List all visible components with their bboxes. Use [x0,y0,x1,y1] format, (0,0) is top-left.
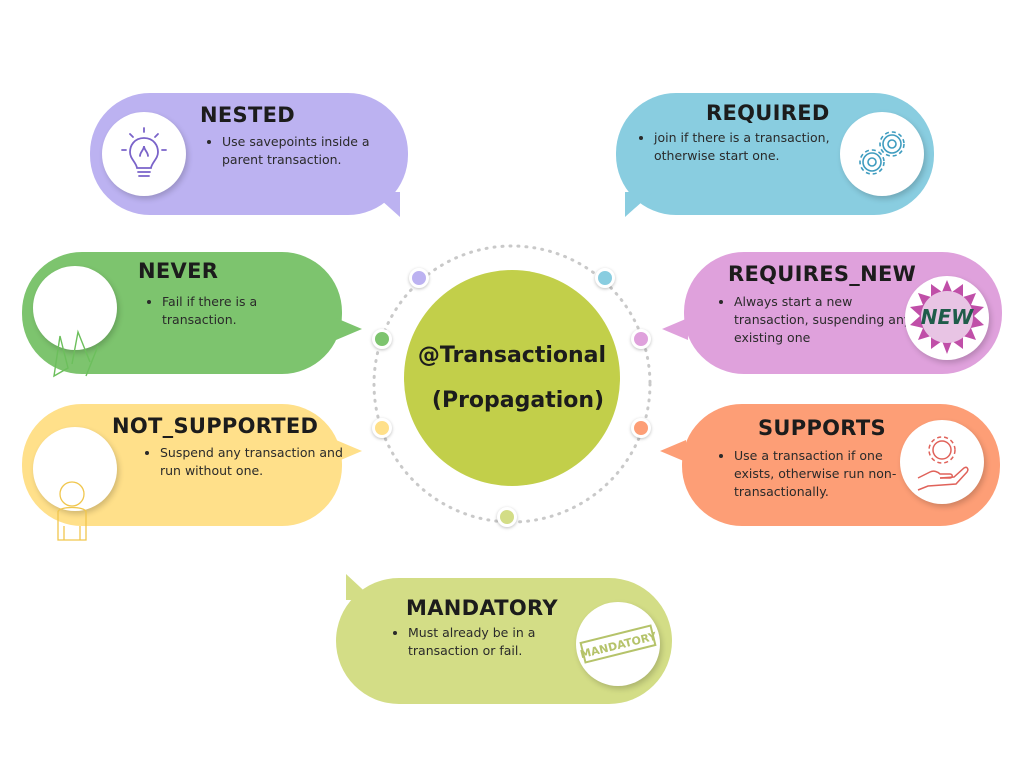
connector-dot-supports [631,418,651,438]
center-circle [404,270,620,486]
supports-bubble-tail [660,440,686,462]
not-supported-bubble-tail [336,440,362,462]
not-supported-description: Suspend any transaction and run without … [142,444,345,480]
connector-dot-required [595,268,615,288]
never-bubble-tail [336,318,362,340]
required-description: join if there is a transaction, otherwis… [636,129,859,165]
required-bubble-tail [625,192,653,217]
requires-new-bubble-tail [662,318,688,340]
center-title: @Transactional [417,343,607,368]
connector-dot-mandatory [497,507,517,527]
hand-gear-icon [917,436,969,491]
requires-new-description: Always start a new transaction, suspendi… [716,293,912,347]
connector-dot-not-supported [372,418,392,438]
mandatory-stamp-icon: MANDATORY [579,624,659,664]
center-label: @Transactional (Propagation) [404,270,620,486]
not-supported-title: NOT_SUPPORTED [112,414,319,438]
leaf-sketch-icon [53,329,99,378]
figure-sketch-icon [57,481,87,541]
connector-dot-never [372,329,392,349]
supports-description: Use a transaction if one exists, otherwi… [716,447,912,501]
requires-new-title: REQUIRES_NEW [728,262,917,286]
lightbulb-icon [121,127,167,177]
connector-dot-nested [409,268,429,288]
connector-dot-requires-new [631,329,651,349]
never-icon-circle [33,266,117,350]
required-title: REQUIRED [706,101,830,125]
new-badge-text: NEW [921,305,974,329]
supports-title: SUPPORTS [758,416,886,440]
supports-icon-circle [900,420,984,504]
nested-description: Use savepoints inside a parent transacti… [204,133,407,169]
requires-new-icon-circle: NEW [905,276,989,360]
mandatory-description: Must already be in a transaction or fail… [390,624,578,660]
required-icon-circle [840,112,924,196]
never-title: NEVER [138,259,219,283]
mandatory-icon-circle: MANDATORY [576,602,660,686]
nested-icon-circle [102,112,186,196]
not-supported-icon-circle [33,427,117,511]
center-subtitle: (Propagation) [431,388,605,413]
new-badge-icon: NEW [910,280,984,354]
mandatory-bubble-tail [346,574,374,600]
nested-bubble-tail [372,192,400,217]
mandatory-title: MANDATORY [406,596,558,620]
never-description: Fail if there is a transaction. [144,293,302,329]
nested-title: NESTED [200,103,295,127]
gears-icon [859,131,905,175]
